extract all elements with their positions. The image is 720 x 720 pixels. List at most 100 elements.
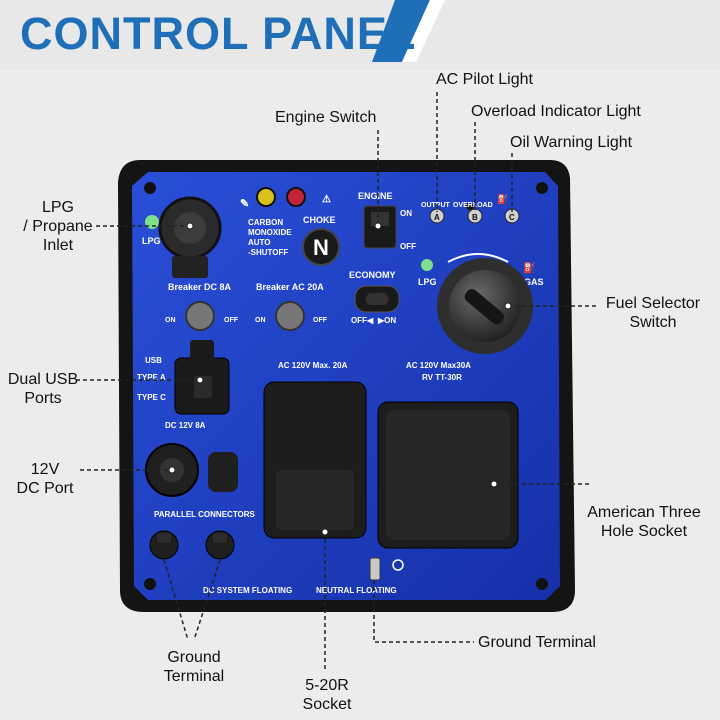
usb-cover-hinge — [190, 340, 214, 362]
callout-ground-left-line2: Terminal — [163, 668, 225, 685]
engine-on-label: ON — [400, 209, 412, 218]
co-warning-icon: ⚠ — [322, 194, 331, 205]
breaker-ac-button[interactable] — [275, 301, 305, 331]
dc-12v-label: DC 12V 8A — [165, 421, 206, 430]
shutoff-label: -SHUTOFF — [248, 248, 288, 257]
breaker-dc-on: ON — [165, 317, 176, 324]
screws — [144, 182, 548, 590]
fuel-lpg-indicator — [421, 259, 433, 271]
callout-dc-port: 12V DC Port — [10, 460, 80, 498]
page-title: CONTROL PANEL — [20, 8, 417, 59]
callout-5-20r-line1: 5-20R — [305, 677, 349, 694]
choke-knob[interactable] — [302, 228, 340, 266]
fuel-pump-icon: ⛽ — [523, 261, 535, 274]
output-label: OUTPUT — [421, 202, 451, 209]
callout-ac-pilot-light: AC Pilot Light — [436, 71, 533, 88]
parallel-cap-left — [157, 533, 171, 543]
co-indicator-red — [286, 187, 306, 207]
auto-label: AUTO — [248, 238, 271, 247]
callout-lpg-inlet: LPG / Propane Inlet — [20, 198, 96, 255]
ground-terminal-post[interactable] — [369, 557, 381, 581]
dot-usb — [196, 376, 204, 384]
breaker-ac-on: ON — [255, 317, 266, 324]
lpg-inlet-base — [172, 256, 208, 278]
dc-system-floating-label: DC SYSTEM FLOATING — [203, 586, 292, 595]
dot-lpg — [186, 222, 194, 230]
neutral-floating-label: NEUTRAL FLOATING — [316, 586, 397, 595]
breaker-dc-button[interactable] — [185, 301, 215, 331]
ground-symbol-icon — [392, 559, 404, 571]
fuel-gas-label: GAS — [524, 277, 544, 287]
dot-dc — [168, 466, 176, 474]
rv-tt-30r-label: RV TT-30R — [422, 373, 462, 382]
lpg-label: LPG — [142, 236, 161, 246]
callout-american-line1: American Three — [587, 504, 701, 521]
carbon-label: CARBON — [248, 218, 283, 227]
economy-off-label: OFF◀ — [351, 316, 374, 325]
callout-lpg-line2: / Propane — [23, 218, 93, 235]
callout-dc-line1: 12V — [30, 461, 60, 478]
engine-switch-rocker — [371, 212, 389, 226]
breaker-dc-off: OFF — [224, 317, 239, 324]
screw-top — [466, 202, 474, 210]
callout-dc-line2: DC Port — [16, 480, 74, 497]
screw-bl — [144, 578, 156, 590]
breaker-ac-off: OFF — [313, 317, 328, 324]
type-c-label: TYPE C — [137, 393, 166, 402]
accent-stripe — [372, 0, 430, 62]
dot-fuel — [504, 302, 512, 310]
callout-5-20r-socket: 5-20R Socket — [292, 676, 362, 714]
choke-label: CHOKE — [303, 215, 336, 225]
ac-30a-label: AC 120V Max30A — [406, 361, 471, 370]
oil-can-icon: ⛽ — [497, 193, 508, 204]
screw-br — [536, 578, 548, 590]
type-a-label: TYPE A — [137, 373, 166, 382]
dot-5-20r — [321, 528, 329, 536]
callout-lpg-line3: Inlet — [42, 237, 74, 254]
economy-on-label: ▶ON — [377, 316, 396, 325]
header-band — [0, 0, 720, 70]
line-ground-right — [373, 580, 474, 643]
callout-engine-switch: Engine Switch — [275, 109, 377, 126]
ac-20a-label: AC 120V Max. 20A — [278, 361, 348, 370]
choke-knob-label: N — [313, 235, 329, 260]
callout-dual-usb: Dual USB Ports — [6, 370, 80, 408]
overload-label: OVERLOAD — [453, 202, 493, 209]
breaker-dc-label: Breaker DC 8A — [168, 282, 232, 292]
callout-lpg-line1: LPG — [41, 199, 74, 216]
fuel-selector-arc — [447, 253, 509, 263]
callout-overload-indicator-light: Overload Indicator Light — [471, 103, 641, 120]
callout-fuel-selector: Fuel Selector Switch — [598, 294, 708, 332]
callout-usb-line1: Dual USB — [7, 371, 79, 388]
breaker-ac-label: Breaker AC 20A — [256, 282, 324, 292]
light-c-label: C — [509, 213, 515, 222]
callout-ground-terminal-right: Ground Terminal — [478, 634, 596, 651]
callout-ground-terminal-left: Ground Terminal — [152, 648, 236, 686]
engine-off-label: OFF — [400, 242, 416, 251]
american-socket-flap — [386, 410, 510, 540]
header-accent — [372, 0, 445, 62]
ac-pilot-light — [429, 208, 445, 224]
fuel-lpg-label: LPG — [418, 277, 437, 287]
accent-stripe-light — [402, 0, 445, 62]
parallel-cap-right — [213, 533, 227, 543]
line-ground-left-a — [163, 559, 189, 641]
wrench-icon: ✎ — [240, 198, 249, 210]
screw-tl — [144, 182, 156, 194]
screw-tr — [536, 182, 548, 194]
line-ground-left-b — [193, 559, 221, 641]
light-b-label: B — [472, 213, 478, 222]
economy-switch-rocker — [366, 293, 388, 305]
fuel-selector-handle — [464, 289, 505, 325]
dot-american — [490, 480, 498, 488]
economy-label: ECONOMY — [349, 270, 396, 280]
callout-fuel-line2: Switch — [629, 314, 677, 331]
monoxide-label: MONOXIDE — [248, 228, 292, 237]
parallel-connectors-label: PARALLEL CONNECTORS — [154, 510, 256, 519]
co-indicator-yellow — [256, 187, 276, 207]
engine-label: ENGINE — [358, 191, 393, 201]
callout-usb-line2: Ports — [24, 390, 62, 407]
callout-american-socket: American Three Hole Socket — [576, 503, 712, 541]
